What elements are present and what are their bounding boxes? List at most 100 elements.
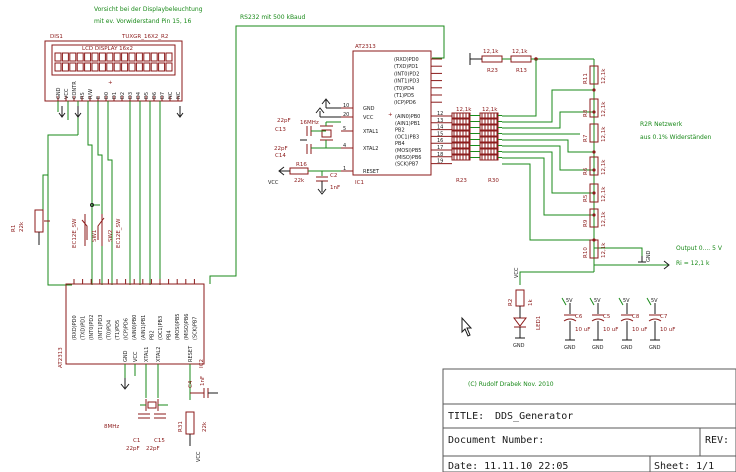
lcd-cell bbox=[69, 62, 77, 72]
display-gnd-arrows bbox=[58, 106, 184, 118]
r2r-bank-ref-1: R23 bbox=[456, 178, 467, 184]
mouse-cursor-icon bbox=[461, 316, 473, 337]
ic1-left-pin-label: RESET bbox=[363, 169, 380, 175]
r2r-bank-top-value-2: 12,1k bbox=[482, 107, 498, 113]
ic1-left-pin-label: XTAL1 bbox=[363, 129, 378, 135]
top-resistor-value-1: 12,1k bbox=[483, 49, 499, 55]
ic2-top-pin-label: (MISO)PB6 bbox=[184, 314, 190, 340]
lcd-cell bbox=[54, 52, 62, 62]
ic1-portb-label: (OC1)PB3 bbox=[395, 134, 419, 140]
ladder-resistor-value: 12,1k bbox=[601, 211, 607, 227]
ic1-portb-label: PB2 bbox=[395, 128, 405, 134]
ladder-resistor bbox=[589, 183, 599, 203]
lcd-cell bbox=[165, 52, 173, 62]
ic2-ref: IC2 bbox=[199, 359, 205, 368]
date-label: Date: 11.11.10 22:05 bbox=[448, 461, 568, 472]
r2r-bank-ref-2: R30 bbox=[488, 178, 499, 184]
ic1-pin-label: (INT0)PD2 bbox=[394, 71, 419, 77]
lcd-cell bbox=[128, 52, 136, 62]
lcd-pin-label: D2 bbox=[120, 92, 126, 99]
ic1-origin-mark: + bbox=[388, 112, 393, 118]
output-note: Output 0.... 5 V bbox=[676, 245, 723, 252]
led-ref: LED1 bbox=[536, 316, 542, 330]
lcd-cell bbox=[91, 62, 99, 72]
ic1-microcontroller: AT2313 IC1 + (RXD)PD0(TXD)PD1(INT0)PD2(I… bbox=[341, 44, 452, 186]
r2r-bank-resistor bbox=[479, 154, 499, 161]
lcd-cell bbox=[61, 52, 69, 62]
c2-value: 1nF bbox=[330, 185, 340, 191]
gnd-label-cap: GND bbox=[564, 345, 576, 351]
ic1-portb-label: (MOSI)PB5 bbox=[395, 148, 421, 154]
ic1-portb-number: 15 bbox=[437, 131, 443, 137]
ic1-left-pin-number: 5 bbox=[343, 126, 346, 132]
rs232-wire bbox=[209, 25, 445, 284]
lcd-pin-label: NC bbox=[176, 91, 182, 99]
ic1-portb-number: 13 bbox=[437, 118, 443, 124]
ic1-portb-label: PB4 bbox=[395, 141, 405, 147]
five-volt-label: 5V bbox=[594, 298, 601, 304]
ic2-bottom-pin-label: GND bbox=[123, 350, 129, 362]
lcd-pin-label: D4 bbox=[136, 92, 142, 99]
ic1-pin-label: (RXD)PD0 bbox=[394, 57, 419, 63]
lcd-cell bbox=[150, 52, 158, 62]
lcd-pin-label: R/W bbox=[88, 89, 94, 99]
ladder-resistor-ref: R6 bbox=[583, 167, 589, 175]
ic1-left-pin-number: 10 bbox=[343, 103, 349, 109]
sw2-part: EC12E_SW bbox=[116, 218, 122, 248]
ic1-portb-label: (AIN1)PB1 bbox=[395, 121, 420, 127]
c4-ref: C4 bbox=[188, 380, 194, 388]
ic2-bottom-pin-label: RESET bbox=[188, 345, 194, 362]
display-title: LCD DISPLAY 16x2 bbox=[82, 46, 133, 52]
ladder-resistor bbox=[589, 156, 599, 176]
r2r-bank-resistor bbox=[479, 124, 499, 131]
lcd-pin-label: D7 bbox=[160, 92, 166, 99]
ic2-top-pin-label: PB2 bbox=[149, 330, 155, 340]
display-part: TUXGR_16X2_R2 bbox=[121, 34, 168, 40]
r2r-bank-resistor bbox=[451, 148, 471, 155]
ic1-part: AT2313 bbox=[355, 44, 376, 50]
lcd-cell bbox=[54, 62, 62, 72]
ic1-pin-label: (ICP)PD6 bbox=[394, 100, 416, 106]
c2-ref: C2 bbox=[330, 173, 337, 179]
ic1-left-pin-label: GND bbox=[363, 106, 375, 112]
ic2-top-pin-label: (MOSI)PB5 bbox=[175, 314, 181, 340]
lcd-cell bbox=[121, 62, 129, 72]
lcd-cell bbox=[106, 62, 114, 72]
ic2-part: AT2313 bbox=[58, 347, 64, 368]
lcd-cell bbox=[76, 52, 84, 62]
ic1-left-pin-number: 1 bbox=[343, 166, 346, 172]
lcd-pin-label: E bbox=[96, 96, 102, 99]
ic2-top-pin-label: (SCK)PB7 bbox=[192, 317, 198, 340]
r2r-bank-resistor bbox=[451, 154, 471, 161]
q2-value: 8MHz bbox=[104, 424, 119, 430]
r2r-note-1: R2R Netzwerk bbox=[640, 121, 683, 128]
lcd-cell bbox=[106, 52, 114, 62]
ic1-left-pin-label: VCC bbox=[363, 115, 374, 121]
lcd-cell bbox=[98, 52, 106, 62]
ic2-top-pin-label: (AIN1)PB1 bbox=[141, 315, 147, 340]
lcd-cell bbox=[135, 62, 143, 72]
c13-ref: C13 bbox=[275, 127, 286, 133]
ic2-top-pin-label: (AIN0)PB0 bbox=[132, 315, 138, 340]
ladder-resistor-ref: R7 bbox=[583, 134, 589, 142]
ic1-portb-label: (AIN0)PB0 bbox=[395, 114, 420, 120]
rev-label: REV: bbox=[705, 435, 729, 446]
top-resistor-ref-2: R13 bbox=[516, 68, 527, 74]
lcd-cell bbox=[150, 62, 158, 72]
r2r-bank-resistor bbox=[479, 148, 499, 155]
r2-value: 1k bbox=[528, 299, 534, 306]
top-resistor-ref-1: R23 bbox=[487, 68, 498, 74]
ic2-bottom-pin-label: XTAL1 bbox=[144, 347, 150, 362]
r2r-bank-resistor bbox=[479, 142, 499, 149]
lcd-pin-label: D5 bbox=[144, 92, 150, 99]
ic1-portb-number: 14 bbox=[437, 125, 443, 131]
lcd-cell bbox=[91, 52, 99, 62]
display-warning-note-1: Vorsicht bei der Displaybeleuchtung bbox=[94, 6, 203, 13]
ladder-resistor-value: 12,1k bbox=[601, 159, 607, 175]
lcd-pin-label: NC bbox=[168, 91, 174, 99]
r2r-ladder-wires bbox=[502, 59, 668, 285]
